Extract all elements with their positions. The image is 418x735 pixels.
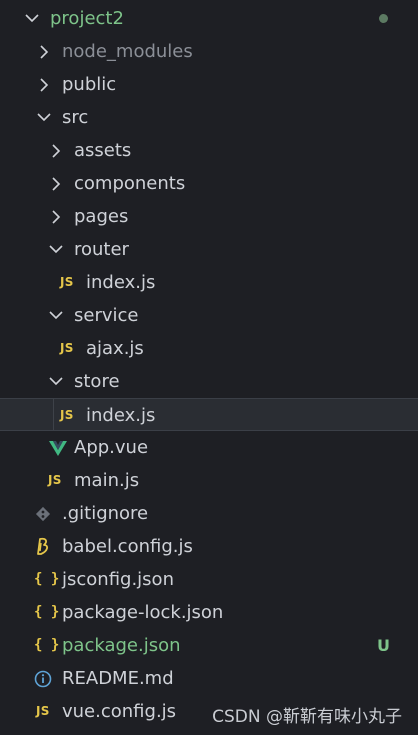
chevron-right-icon[interactable] [38, 68, 54, 101]
js-file-icon: JS [60, 341, 74, 355]
tree-item-readme-md[interactable]: README.md [0, 662, 418, 695]
tree-item-label: index.js [86, 272, 156, 293]
tree-item-package-json[interactable]: { } package.json U [0, 629, 418, 662]
tree-item-label: ajax.js [86, 338, 144, 359]
tree-item-label: vue.config.js [62, 701, 177, 722]
tree-item-router-index-js[interactable]: JS index.js [0, 266, 418, 299]
tree-item-pages[interactable]: pages [0, 200, 418, 233]
tree-item-jsconfig-json[interactable]: { } jsconfig.json [0, 563, 418, 596]
chevron-right-icon[interactable] [50, 134, 66, 167]
json-braces-icon: { } [34, 571, 60, 587]
tree-root-project2[interactable]: project2 [0, 2, 418, 35]
babel-icon [35, 530, 51, 563]
tree-item-store-index-js[interactable]: JS index.js [0, 398, 418, 431]
tree-item-label: assets [74, 140, 132, 161]
chevron-down-icon[interactable] [48, 365, 64, 398]
tree-item-ajax-js[interactable]: JS ajax.js [0, 332, 418, 365]
tree-item-label: service [74, 305, 139, 326]
tree-item-label: jsconfig.json [62, 569, 174, 590]
git-untracked-badge: U [377, 636, 390, 655]
tree-item-label: README.md [62, 668, 174, 689]
js-file-icon: JS [60, 275, 74, 289]
indent-guide [53, 399, 54, 430]
chevron-right-icon[interactable] [50, 167, 66, 200]
watermark-text: CSDN @靳靳有味小丸子 [212, 707, 402, 727]
tree-item-store[interactable]: store [0, 365, 418, 398]
chevron-down-icon[interactable] [48, 233, 64, 266]
tree-item-src[interactable]: src [0, 101, 418, 134]
tree-item-label: App.vue [74, 437, 149, 458]
tree-root-label: project2 [50, 8, 124, 29]
chevron-down-icon[interactable] [24, 2, 40, 35]
json-braces-icon: { } [34, 604, 60, 620]
tree-item-public[interactable]: public [0, 68, 418, 101]
modified-dot-indicator [379, 14, 388, 23]
tree-item-label: node_modules [62, 41, 193, 62]
tree-item-label: main.js [74, 470, 140, 491]
tree-item-label: package-lock.json [62, 602, 224, 623]
tree-item-label: .gitignore [62, 503, 149, 524]
chevron-down-icon[interactable] [48, 299, 64, 332]
chevron-right-icon[interactable] [50, 200, 66, 233]
tree-item-vue-config-js[interactable]: JS vue.config.js [0, 695, 418, 728]
chevron-right-icon[interactable] [38, 35, 54, 68]
tree-item-app-vue[interactable]: App.vue [0, 431, 418, 464]
tree-item-service[interactable]: service [0, 299, 418, 332]
info-icon [34, 662, 52, 695]
tree-item-components[interactable]: components [0, 167, 418, 200]
tree-item-label: components [74, 173, 186, 194]
js-file-icon: JS [48, 473, 62, 487]
tree-item-gitignore[interactable]: .gitignore [0, 497, 418, 530]
tree-item-label: babel.config.js [62, 536, 193, 557]
tree-item-package-lock-json[interactable]: { } package-lock.json [0, 596, 418, 629]
tree-item-label: public [62, 74, 117, 95]
tree-item-label: pages [74, 206, 129, 227]
js-file-icon: JS [60, 408, 74, 422]
tree-item-label: router [74, 239, 129, 260]
vue-file-icon [49, 431, 67, 464]
tree-item-node-modules[interactable]: node_modules [0, 35, 418, 68]
tree-item-babel-config-js[interactable]: babel.config.js [0, 530, 418, 563]
tree-item-label: src [62, 107, 89, 128]
js-file-icon: JS [36, 704, 50, 718]
git-diamond-icon [35, 497, 51, 530]
tree-item-router[interactable]: router [0, 233, 418, 266]
tree-item-assets[interactable]: assets [0, 134, 418, 167]
json-braces-icon: { } [34, 637, 60, 653]
tree-item-label: index.js [86, 405, 156, 426]
tree-item-label: package.json [62, 635, 181, 656]
chevron-down-icon[interactable] [36, 101, 52, 134]
tree-item-label: store [74, 371, 120, 392]
tree-item-main-js[interactable]: JS main.js [0, 464, 418, 497]
